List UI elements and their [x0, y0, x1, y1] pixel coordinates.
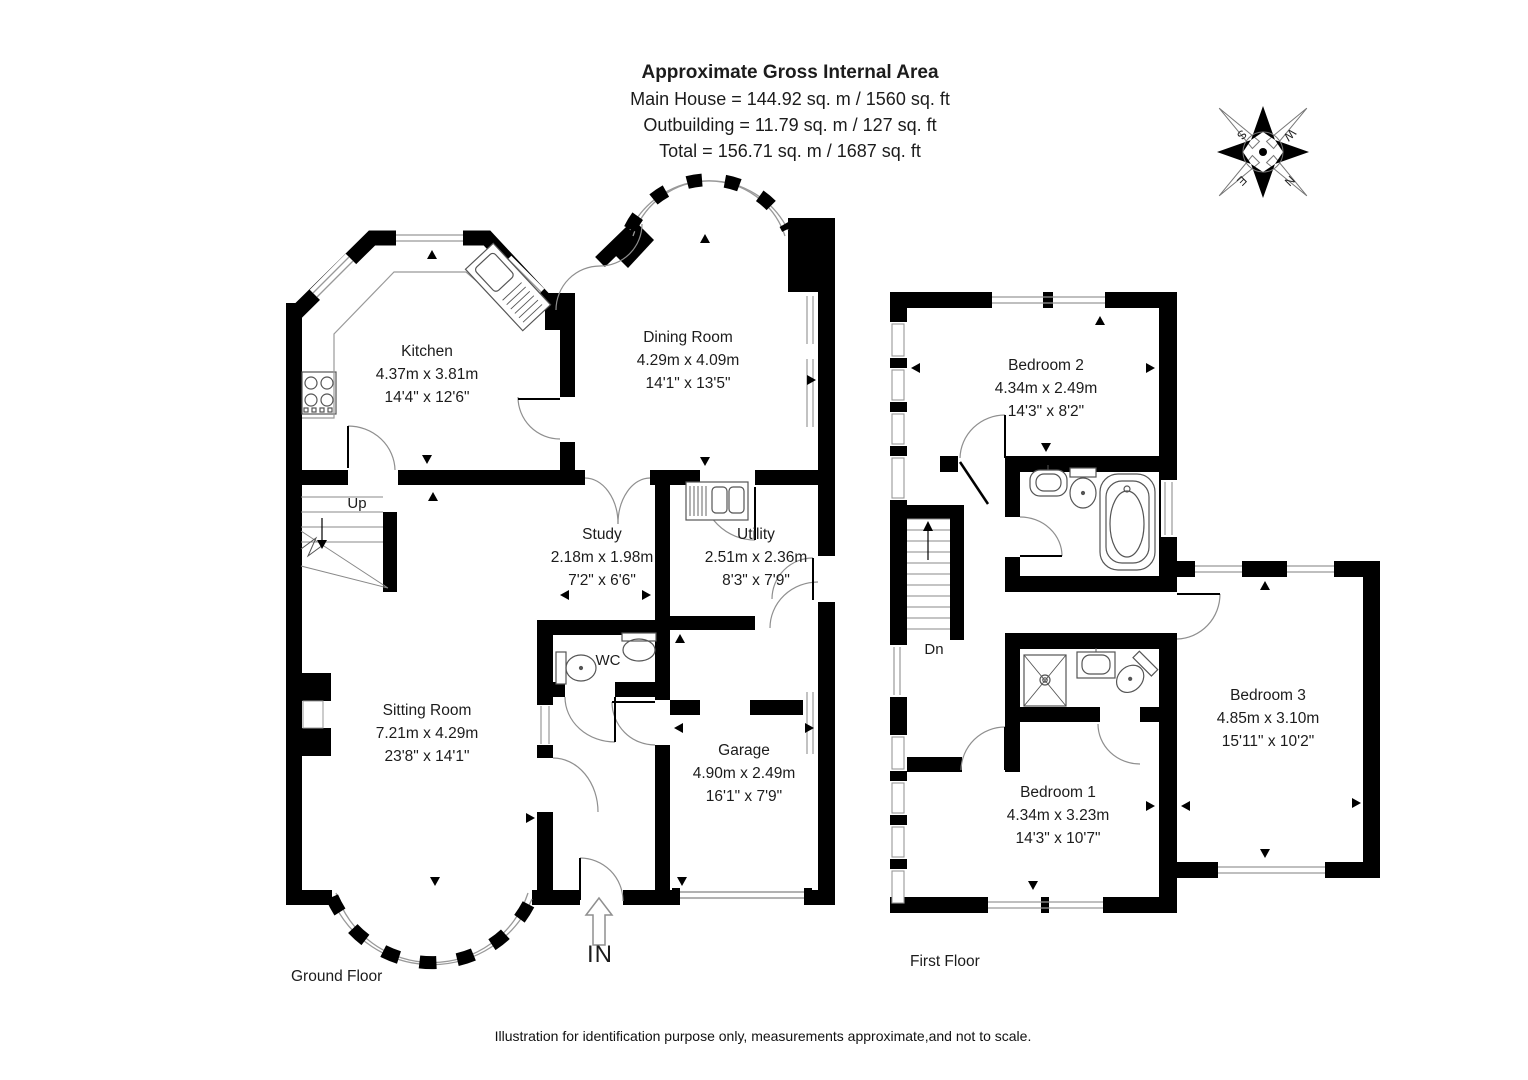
- entrance-arrow: [584, 896, 614, 946]
- wc-toilet: [555, 651, 597, 685]
- disclaimer: Illustration for identification purpose …: [494, 1028, 1032, 1044]
- utility-sink: [685, 481, 749, 521]
- first-floor-plan: [890, 292, 1380, 913]
- stairs-down: [907, 518, 950, 630]
- stairs-up: [300, 496, 389, 589]
- bathroom-toilet: [1069, 467, 1097, 509]
- compass-rose: S W N E: [1217, 106, 1309, 198]
- door-leaves: [347, 398, 814, 900]
- wc-label: WC: [595, 652, 621, 669]
- total-area: Total = 156.71 sq. m / 1687 sq. ft: [659, 141, 921, 161]
- wc-sink: [621, 632, 657, 662]
- shower: [1023, 654, 1067, 707]
- header: Approximate Gross Internal Area Main Hou…: [630, 60, 950, 164]
- page-title: Approximate Gross Internal Area: [641, 62, 939, 83]
- stove: [301, 371, 337, 415]
- stairs-down-label: Dn: [924, 641, 944, 658]
- dimension-arrows: [291, 234, 1361, 890]
- first-floor-doors: [959, 414, 1221, 771]
- louvre-windows: [891, 323, 905, 904]
- outbuilding-area: Outbuilding = 11.79 sq. m / 127 sq. ft: [643, 115, 937, 135]
- stairs-up-label: Up: [347, 495, 367, 512]
- kitchen-sink: [464, 242, 552, 332]
- ground-floor-plan: [286, 173, 835, 970]
- ensuite-toilet: [1115, 650, 1159, 694]
- entrance-label: IN: [587, 941, 613, 968]
- first-floor-door-leaves: [958, 415, 1220, 770]
- ground-floor-doors: [347, 223, 819, 902]
- ground-floor-caption: Ground Floor: [291, 968, 383, 985]
- garage-door: [680, 891, 804, 899]
- bathtub: [1099, 473, 1156, 571]
- main-house-area: Main House = 144.92 sq. m / 1560 sq. ft: [630, 89, 950, 109]
- ensuite-sink: [1076, 648, 1116, 679]
- first-floor-caption: First Floor: [910, 953, 980, 970]
- bathroom-sink: [1029, 465, 1068, 497]
